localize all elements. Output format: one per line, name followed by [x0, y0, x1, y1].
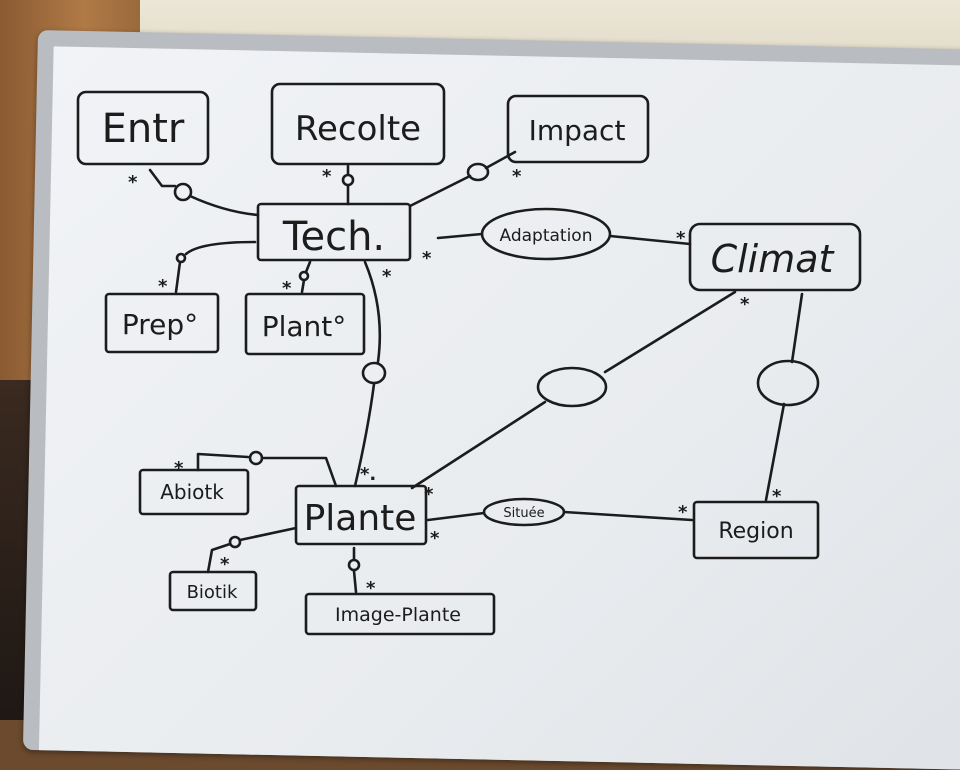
mult-tech-adaptation: * [422, 248, 432, 269]
small-circle-recolte [341, 173, 355, 187]
association-adaptation-ellipse [480, 207, 612, 261]
entity-recolte-box [270, 82, 446, 166]
mult-prep-tech: * [158, 276, 168, 297]
mult-situe-region: * [678, 502, 688, 523]
entity-prep-box [104, 292, 220, 354]
line-plante-biotik [206, 526, 298, 574]
entity-region-label: Region [718, 519, 793, 544]
association-situe[interactable]: Située [482, 497, 566, 527]
entity-biotik-box [168, 570, 258, 612]
entity-image-plante-label: Image-Plante [335, 604, 461, 626]
entity-plante[interactable]: Plante [294, 484, 428, 546]
entity-region[interactable]: Region [692, 500, 820, 560]
entity-impact-box [506, 94, 650, 164]
mult-biotik-plante: * [220, 554, 230, 575]
line-entr-tech [148, 168, 260, 217]
mult-entr-tech: * [128, 172, 138, 193]
line-tech-adaptation [436, 232, 484, 240]
entity-abiotik-label: Abiotk [160, 480, 224, 504]
entity-image-plante-box [304, 592, 496, 636]
mult-image-plante: * [366, 578, 376, 599]
entity-impact[interactable]: Impact [506, 94, 650, 164]
line-impact-tech [408, 150, 517, 208]
mult-recolte-tech: * [322, 166, 332, 187]
entity-biotik-label: Biotik [187, 582, 238, 603]
entity-plant[interactable]: Plant° [244, 292, 366, 356]
entity-recolte[interactable]: Recolte [270, 82, 446, 166]
line-plante-image [352, 546, 358, 594]
entity-abiotik-box [138, 468, 250, 516]
association-situe-label: Située [503, 506, 544, 521]
associations: Adaptation Située [480, 207, 612, 527]
entity-region-box [692, 500, 820, 560]
line-tech-plant [300, 260, 312, 294]
small-circle-prep [175, 252, 187, 264]
entity-entr-box [76, 90, 210, 166]
association-situe-ellipse [482, 497, 566, 527]
entity-tech-box [256, 202, 412, 262]
ellipse-climat-region [756, 359, 820, 407]
entity-recolte-label: Recolte [295, 109, 421, 149]
entity-tech-label: Tech. [282, 214, 385, 260]
entity-climat-label: Climat [711, 237, 836, 281]
mult-impact-tech: * [512, 166, 522, 187]
mult-plante-climat: * [424, 484, 434, 505]
association-adaptation[interactable]: Adaptation [480, 207, 612, 261]
association-adaptation-label: Adaptation [500, 226, 593, 246]
ellipse-climat-plante [536, 366, 608, 408]
entity-image-plante[interactable]: Image-Plante [304, 592, 496, 636]
entity-plante-box [294, 484, 428, 546]
entity-plant-box [244, 292, 366, 356]
multiplicities: * * * * * * * * * * * *. * * * * * [128, 166, 782, 599]
line-abiotik-plante [196, 452, 338, 488]
mult-abiotik-plante: * [174, 458, 184, 479]
small-circle-plant [298, 270, 310, 282]
entity-plant-label: Plant° [262, 310, 347, 343]
entity-entr[interactable]: Entr [76, 90, 210, 166]
small-circle-impact [466, 162, 490, 182]
entity-abiotik[interactable]: Abiotk [138, 468, 250, 516]
line-situe-region [562, 510, 694, 522]
entity-prep-label: Prep° [122, 308, 198, 341]
mult-plante-situe: * [430, 528, 440, 549]
mult-climat-plante: * [740, 294, 750, 315]
small-circle-tech-plante [361, 361, 387, 385]
connectors [148, 150, 820, 594]
small-circle-biotik [228, 535, 242, 549]
small-circle-abiotik [248, 450, 264, 466]
line-tech-plante [353, 260, 382, 488]
entity-biotik[interactable]: Biotik [168, 570, 258, 612]
line-climat-plante [410, 290, 737, 490]
entity-climat-box [688, 222, 862, 292]
small-circle-image [347, 558, 361, 572]
entities: Entr Recolte Impact Tech. Prep° Plant° C… [76, 82, 862, 636]
mult-adaptation-climat: * [676, 228, 686, 249]
entity-plante-label: Plante [304, 498, 417, 539]
entity-prep[interactable]: Prep° [104, 292, 220, 354]
mult-plante-top: *. [360, 464, 376, 485]
er-diagram: Entr Recolte Impact Tech. Prep° Plant° C… [76, 82, 862, 636]
line-adaptation-climat [608, 234, 692, 246]
small-circle-entr [173, 182, 193, 202]
line-tech-prep [174, 240, 257, 294]
line-climat-region [764, 292, 804, 502]
entity-climat[interactable]: Climat [688, 222, 862, 292]
mult-plant-tech: * [282, 278, 292, 299]
mult-tech-plante: * [382, 266, 392, 287]
entity-impact-label: Impact [529, 114, 626, 147]
entity-entr-label: Entr [102, 106, 185, 152]
entity-tech[interactable]: Tech. [256, 202, 412, 262]
line-plante-situe [426, 511, 486, 522]
mult-climat-region: * [772, 486, 782, 507]
